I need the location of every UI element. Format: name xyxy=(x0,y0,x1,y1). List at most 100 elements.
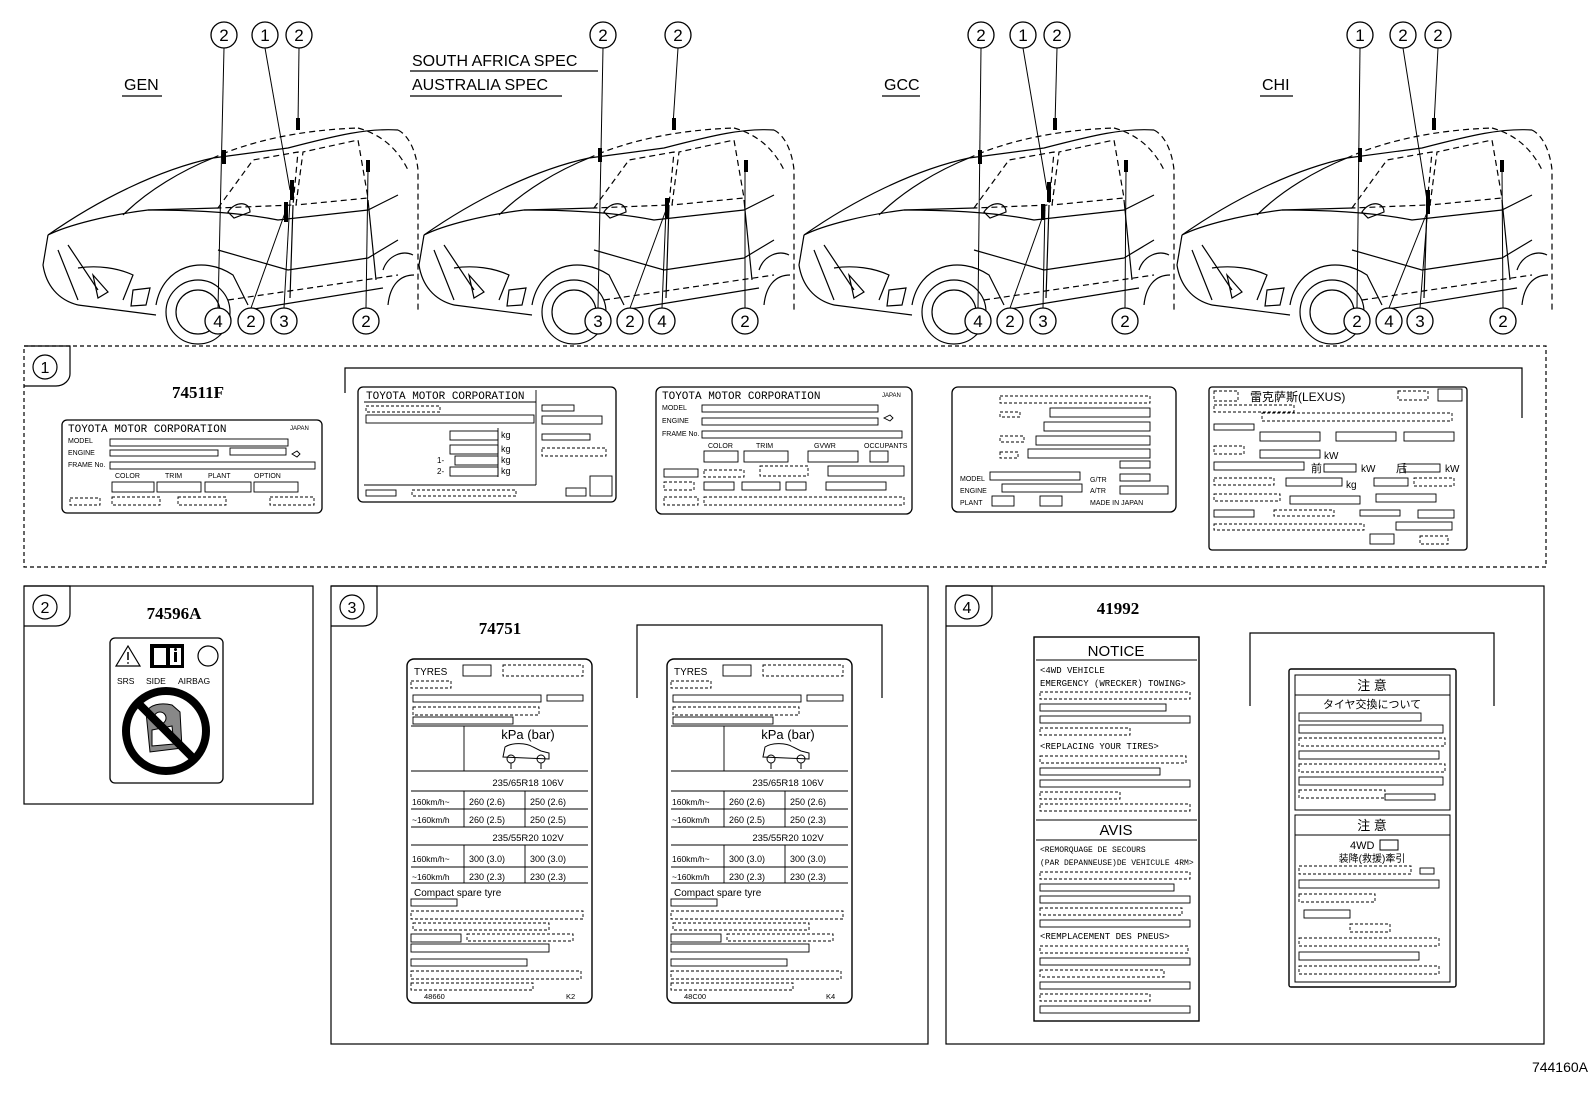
tyre-b-spare: Compact spare tyre xyxy=(674,888,762,899)
tyre-a-row3-label: 160km/h~ xyxy=(412,854,450,864)
plate-b-header: TOYOTA MOTOR CORPORATION xyxy=(366,391,524,403)
plate-b-k1: 1- xyxy=(437,456,444,465)
plate-gen-model: MODEL xyxy=(68,438,93,445)
car-tyre-pressure-icon xyxy=(762,743,810,769)
tyre-a-code: 48660 xyxy=(424,992,445,1001)
tyre-a-row1-label: 160km/h~ xyxy=(412,797,450,807)
notice-l5: (PAR DEPANNEUSE)DE VEHICULE 4RM> xyxy=(1040,859,1194,868)
callout-chi-bot-1: 2 xyxy=(1352,312,1361,331)
diagram-id: 744160A xyxy=(1532,1059,1589,1075)
plate-chi-kw2: kW xyxy=(1361,464,1376,475)
plate-gen-color: COLOR xyxy=(115,473,140,480)
tyre-b-code: 48C00 xyxy=(684,992,706,1001)
callout-gcc-top-3: 2 xyxy=(1052,26,1061,45)
callout-chi-bot-4: 2 xyxy=(1498,312,1507,331)
panel-1-part: 74511F xyxy=(172,383,224,402)
tyre-b-row3-label: 160km/h~ xyxy=(672,854,710,864)
plate-c-gvwr: GVWR xyxy=(814,443,836,450)
japanese-notice-label: 注 意 タイヤ交換について 注 意 4WD 装降(救援)牽引 xyxy=(1288,668,1457,988)
plate-b-kg1: kg xyxy=(501,430,511,440)
tyre-a-row2-b: 250 (2.5) xyxy=(530,815,566,825)
panel-4 xyxy=(945,585,1545,1045)
callout-gen-top-1: 2 xyxy=(219,26,228,45)
tyre-b-row2-a: 260 (2.5) xyxy=(729,815,765,825)
tyre-a-row3-a: 300 (3.0) xyxy=(469,854,505,864)
plate-c-trim: TRIM xyxy=(756,443,773,450)
tyre-b-size2: 235/55R20 102V xyxy=(752,833,824,844)
region-label-sa: SOUTH AFRICA SPEC xyxy=(412,53,577,70)
plate-c-japan: JAPAN xyxy=(882,393,901,399)
notice-l1: <4WD VEHICLE xyxy=(1040,666,1105,676)
notice-l4: <REMORQUAGE DE SECOURS xyxy=(1040,846,1146,855)
region-label-gcc: GCC xyxy=(884,77,920,94)
tyre-a-row1-a: 260 (2.6) xyxy=(469,797,505,807)
tyre-a-row2-a: 260 (2.5) xyxy=(469,815,505,825)
plate-b-kg2: kg xyxy=(501,444,511,454)
jp-title-2: 注 意 xyxy=(1357,818,1387,833)
callout-gcc-bot-3: 3 xyxy=(1038,312,1047,331)
tyre-b-row1-b: 250 (2.6) xyxy=(790,797,826,807)
indicator-circle-icon xyxy=(197,645,219,667)
plate-gen-frame: FRAME No. xyxy=(68,462,105,469)
plate-gen-japan: JAPAN xyxy=(290,426,309,432)
tyre-b-row4-b: 230 (2.3) xyxy=(790,872,826,882)
plate-c-frame: FRAME No. xyxy=(662,431,699,438)
region-label-au: AUSTRALIA SPEC xyxy=(412,77,548,94)
plate-d-engine: ENGINE xyxy=(960,488,987,495)
plate-chi-kg: kg xyxy=(1346,480,1357,491)
car-tyre-pressure-icon xyxy=(502,743,550,769)
plate-chi-header: 雷克萨斯(LEXUS) xyxy=(1250,390,1345,404)
plate-d-plant: PLANT xyxy=(960,500,983,507)
tyre-label-b xyxy=(666,658,853,1004)
region-label-chi: CHI xyxy=(1262,77,1290,94)
panel-2-number: 2 xyxy=(41,600,50,617)
region-underlines xyxy=(122,70,1293,97)
plate-b-kg4: kg xyxy=(501,466,511,476)
callout-sa-bot-1: 3 xyxy=(593,312,602,331)
plate-d-made: MADE IN JAPAN xyxy=(1090,500,1143,507)
tyre-a-row4-label: ~160km/h xyxy=(412,872,450,882)
plate-gen-option: OPTION xyxy=(254,473,281,480)
plate-gen-plant: PLANT xyxy=(208,473,231,480)
plate-c-engine: ENGINE xyxy=(662,418,689,425)
callout-gen-bot-4: 2 xyxy=(361,312,370,331)
tyre-b-unit: kPa (bar) xyxy=(761,727,814,742)
tyre-b-row2-b: 250 (2.3) xyxy=(790,815,826,825)
notice-l3: <REPLACING YOUR TIRES> xyxy=(1040,742,1159,752)
plate-b-kg3: kg xyxy=(501,455,511,465)
callout-chi-top-2: 2 xyxy=(1398,26,1407,45)
tyre-a-suffix: K2 xyxy=(566,992,575,1001)
tyre-a-spare: Compact spare tyre xyxy=(414,888,502,899)
tyre-a-size1: 235/65R18 106V xyxy=(492,778,564,789)
plate-gen-trim: TRIM xyxy=(165,473,182,480)
callout-gen-bot-2: 2 xyxy=(246,312,255,331)
plate-c-header: TOYOTA MOTOR CORPORATION xyxy=(662,391,820,403)
region-label-gen: GEN xyxy=(124,77,159,94)
tyre-a-row1-b: 250 (2.6) xyxy=(530,797,566,807)
tyre-b-row2-label: ~160km/h xyxy=(672,815,710,825)
plate-c-model: MODEL xyxy=(662,405,687,412)
callout-sa-top-1: 2 xyxy=(598,26,607,45)
plate-gen-engine: ENGINE xyxy=(68,450,95,457)
jp-sub-2: 4WD xyxy=(1350,840,1375,852)
jp-sub-3: 装降(救援)牽引 xyxy=(1339,852,1406,865)
callout-sa-bot-3: 4 xyxy=(657,312,666,331)
panel-3-number: 3 xyxy=(348,600,357,617)
plate-c-color: COLOR xyxy=(708,443,733,450)
callout-sa-bot-4: 2 xyxy=(740,312,749,331)
tyre-a-row2-label: ~160km/h xyxy=(412,815,450,825)
tyre-b-size1: 235/65R18 106V xyxy=(752,778,824,789)
callout-gen-bot-3: 3 xyxy=(279,312,288,331)
plate-d: MODEL ENGINE PLANT G/TR A/TR MADE IN JAP… xyxy=(951,386,1177,513)
airbag-label: SRS SIDE AIRBAG xyxy=(109,637,224,784)
tyre-label-a xyxy=(406,658,593,1004)
callout-gen-top-2: 1 xyxy=(260,26,269,45)
car-label-marks xyxy=(222,118,1504,222)
plate-chi: 雷克萨斯(LEXUS) kW 前 kW 后 kW kg xyxy=(1208,386,1468,551)
callout-sa-top-2: 2 xyxy=(673,26,682,45)
panel-1-number: 1 xyxy=(41,360,50,377)
plate-d-model: MODEL xyxy=(960,476,985,483)
tyre-b-row1-a: 260 (2.6) xyxy=(729,797,765,807)
tyre-b-row3-b: 300 (3.0) xyxy=(790,854,826,864)
tyre-b-row3-a: 300 (3.0) xyxy=(729,854,765,864)
